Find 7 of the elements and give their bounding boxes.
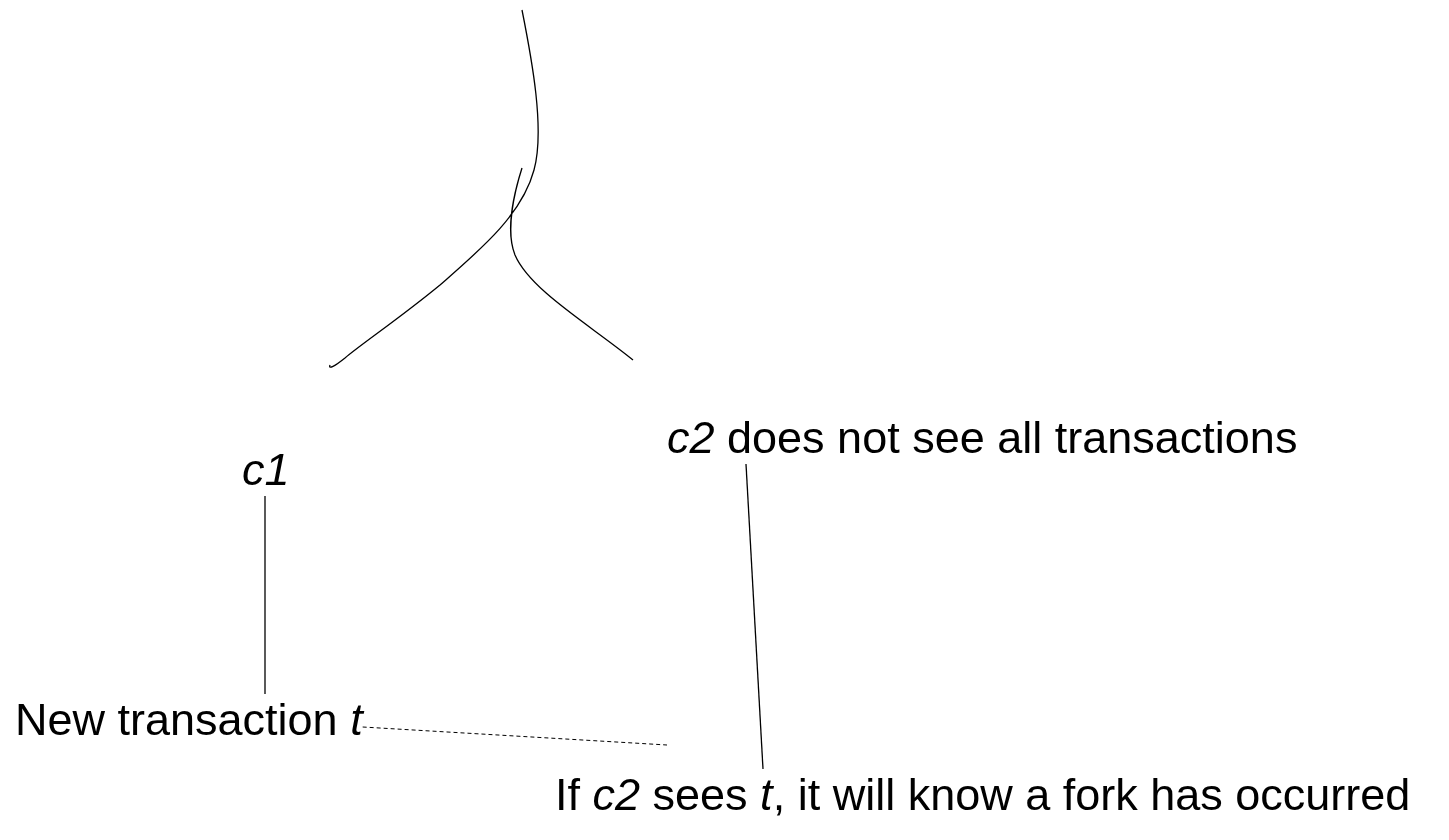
node-label: c1 (242, 444, 290, 496)
connector-line (745, 463, 764, 770)
node-label: New transaction t (15, 694, 363, 746)
node-label: If c2 sees t, it will know a fork has occurred (555, 769, 1411, 821)
connector-line (264, 495, 266, 695)
dashed-line (362, 726, 668, 746)
node-label: c2 does not see all transactions (667, 412, 1298, 464)
